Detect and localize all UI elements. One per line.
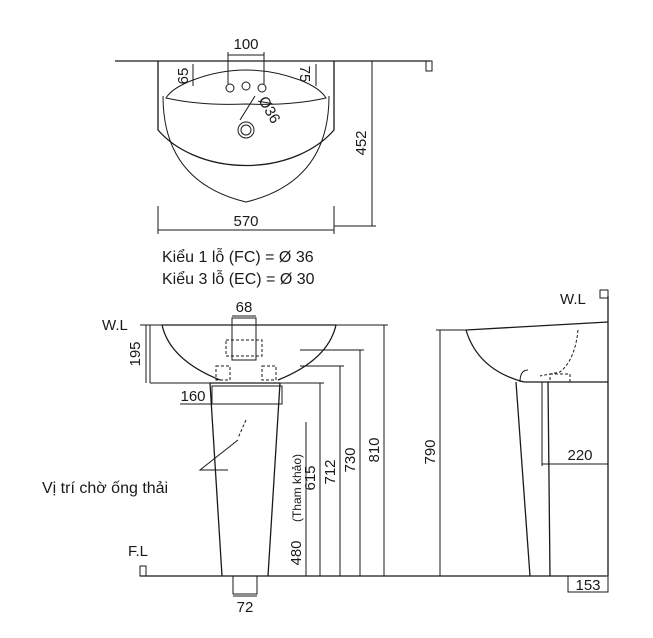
pedestal-base <box>232 575 258 595</box>
dim-570-label: 570 <box>233 213 258 230</box>
front-trap-outline <box>225 339 263 357</box>
front-trap-left <box>215 365 231 381</box>
reference-note: (Tham khảo) <box>290 454 304 522</box>
dim-712-label: 712 <box>322 459 339 484</box>
side-wl-marker <box>599 289 609 299</box>
top-view: 100 65 75 Ø36 452 570 <box>115 36 433 234</box>
front-drain-pipe <box>231 317 257 361</box>
pedestal-drain-hidden <box>237 419 247 439</box>
pedestal-body <box>209 382 281 577</box>
dim-153-label: 153 <box>575 577 600 594</box>
dim-68-label: 68 <box>236 299 253 316</box>
basin-outline <box>157 61 335 167</box>
dim-195-label: 195 <box>127 341 144 366</box>
drain-position-label: Vị trí chờ ống thải <box>42 480 168 497</box>
dim-480-label: 480 <box>288 540 305 565</box>
tap-hole-left <box>225 83 235 93</box>
front-trap-right <box>261 365 277 381</box>
hole-note-2: Kiểu 3 lỗ (EC) = Ø 30 <box>162 269 315 288</box>
front-fl-label: F.L <box>128 543 148 560</box>
drain-leader-line <box>239 95 256 121</box>
side-trap-box <box>549 373 571 383</box>
dim-220-label: 220 <box>567 447 592 464</box>
dim-730-label: 730 <box>342 447 359 472</box>
drain-diameter-label: Ø36 <box>255 94 284 127</box>
dim-75-label: 75 <box>296 66 313 83</box>
dim-810-label: 810 <box>366 437 383 462</box>
side-wl-label: W.L <box>560 291 586 308</box>
dim-160-label: 160 <box>180 388 205 405</box>
floor-left-cap <box>139 565 147 577</box>
dim-100-label: 100 <box>233 36 258 53</box>
side-pedestal <box>515 381 551 577</box>
side-trap-hidden <box>539 329 579 377</box>
front-wl-label: W.L <box>102 317 128 334</box>
front-view: W.L F.L 68 195 160 (Tham khảo) 480 615 7… <box>42 299 606 616</box>
tap-hole-right <box>257 83 267 93</box>
basin-inner-bowl <box>162 95 330 203</box>
dim-65-label: 65 <box>175 68 192 85</box>
side-bowl <box>465 329 525 383</box>
side-view: W.L 790 220 153 <box>422 289 609 594</box>
front-bowl-left <box>161 324 221 381</box>
dim-153-box <box>567 575 609 593</box>
tap-hole-center <box>241 81 251 91</box>
tap-deck <box>165 69 327 105</box>
drain-inner <box>240 124 252 136</box>
drain-outer <box>237 121 255 139</box>
dim-160-box <box>211 385 283 405</box>
side-pedestal-top <box>519 369 529 383</box>
dim-615-label: 615 <box>302 465 319 490</box>
front-bowl-right <box>277 324 337 381</box>
dim-72-label: 72 <box>237 599 254 616</box>
drain-position-leader <box>198 439 239 471</box>
dim-790-label: 790 <box>422 439 439 464</box>
side-basin-rim <box>465 321 609 331</box>
counter-end-cap <box>425 60 433 72</box>
hole-note-1: Kiểu 1 lỗ (FC) = Ø 36 <box>162 247 314 266</box>
dim-452-label: 452 <box>353 130 370 155</box>
